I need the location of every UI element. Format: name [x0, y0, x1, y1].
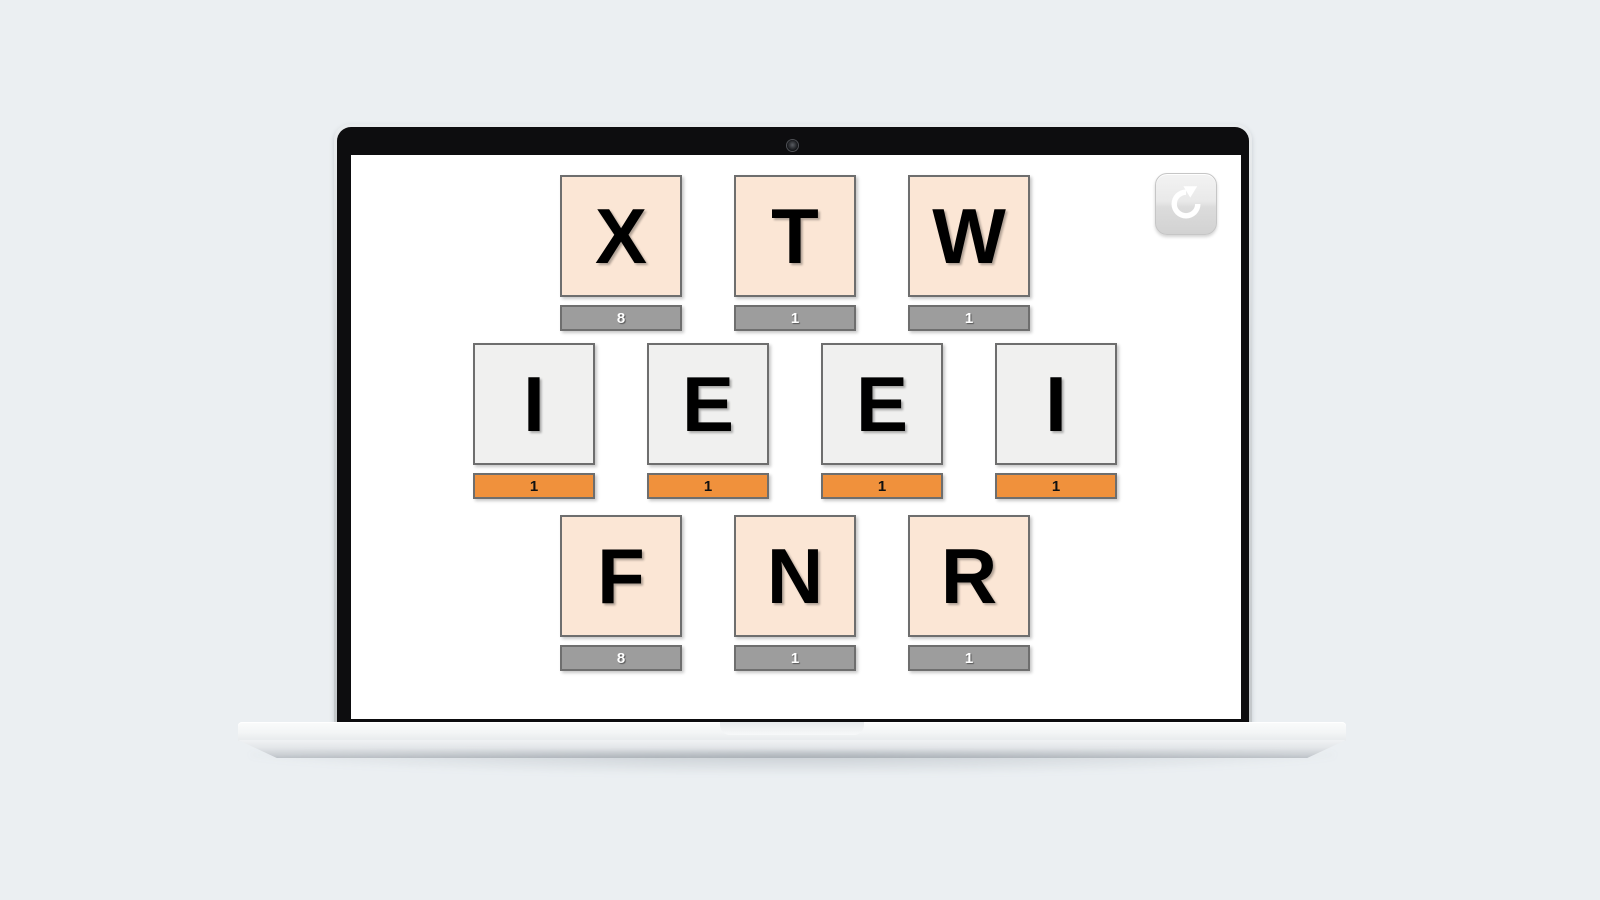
tile-letter: R	[940, 532, 998, 620]
tile-row-middle: I 1 E 1 E	[473, 343, 1117, 499]
refresh-icon	[1165, 183, 1207, 225]
laptop-base	[238, 722, 1346, 758]
tile-value-badge: 8	[560, 645, 682, 671]
tile-letter: I	[523, 360, 545, 448]
tile-letter: X	[594, 192, 648, 280]
tile-row-top: X 8 T 1 W	[560, 175, 1030, 331]
tile-group[interactable]: E 1	[821, 343, 943, 499]
letter-tile[interactable]: T	[734, 175, 856, 297]
laptop-lid: X 8 T 1 W	[334, 124, 1252, 732]
tile-group[interactable]: E 1	[647, 343, 769, 499]
letter-tile[interactable]: I	[995, 343, 1117, 465]
letter-tile[interactable]: I	[473, 343, 595, 465]
letter-tile[interactable]: R	[908, 515, 1030, 637]
tile-value-badge: 8	[560, 305, 682, 331]
tile-group[interactable]: X 8	[560, 175, 682, 331]
letter-tile[interactable]: X	[560, 175, 682, 297]
laptop-screen: X 8 T 1 W	[351, 155, 1241, 719]
camera-icon	[787, 140, 798, 151]
letter-tile[interactable]: F	[560, 515, 682, 637]
tile-row-bottom: F 8 N 1 R	[560, 515, 1030, 671]
tile-letter: W	[932, 192, 1006, 280]
tile-group[interactable]: R 1	[908, 515, 1030, 671]
letter-tile-board: X 8 T 1 W	[351, 155, 1241, 719]
laptop-base-notch	[720, 722, 864, 735]
laptop-base-front	[238, 740, 1346, 758]
tile-letter: F	[597, 532, 645, 620]
tile-group[interactable]: W 1	[908, 175, 1030, 331]
tile-value-badge: 1	[734, 305, 856, 331]
tile-value-badge: 1	[473, 473, 595, 499]
tile-group[interactable]: N 1	[734, 515, 856, 671]
letter-tile[interactable]: E	[821, 343, 943, 465]
laptop-bezel: X 8 T 1 W	[337, 127, 1249, 729]
tile-value-badge: 1	[995, 473, 1117, 499]
tile-value-badge: 1	[821, 473, 943, 499]
tile-letter: N	[766, 532, 824, 620]
tile-value-badge: 1	[908, 305, 1030, 331]
letter-tile[interactable]: W	[908, 175, 1030, 297]
laptop-base-top	[238, 722, 1346, 741]
tile-letter: T	[771, 192, 819, 280]
laptop-shadow	[250, 752, 1335, 774]
letter-tile[interactable]: N	[734, 515, 856, 637]
tile-group[interactable]: I 1	[473, 343, 595, 499]
tile-letter: E	[855, 360, 909, 448]
tile-group[interactable]: I 1	[995, 343, 1117, 499]
tile-letter: E	[681, 360, 735, 448]
tile-group[interactable]: F 8	[560, 515, 682, 671]
letter-tile[interactable]: E	[647, 343, 769, 465]
tile-value-badge: 1	[908, 645, 1030, 671]
tile-value-badge: 1	[734, 645, 856, 671]
refresh-button[interactable]	[1155, 173, 1217, 235]
tile-value-badge: 1	[647, 473, 769, 499]
tile-letter: I	[1045, 360, 1067, 448]
tile-group[interactable]: T 1	[734, 175, 856, 331]
